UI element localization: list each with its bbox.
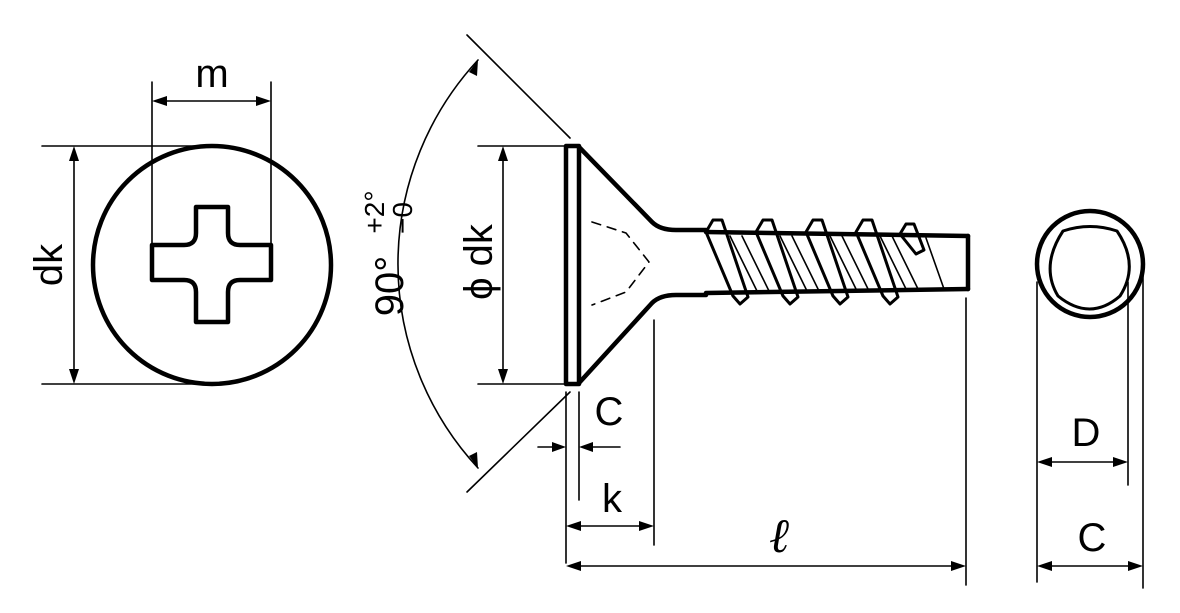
phidk-arrow-top xyxy=(498,146,508,161)
label-dk: dk xyxy=(27,243,71,286)
label-tolerance-minus: −0 xyxy=(387,202,418,234)
label-length: ℓ xyxy=(769,510,789,563)
c-tip-arrow-right xyxy=(1128,561,1143,571)
length-arrow-right xyxy=(951,561,966,571)
length-arrow-left xyxy=(566,561,581,571)
d-arrow-right xyxy=(1113,457,1128,467)
label-phi-dk: ϕ dk xyxy=(457,223,501,300)
angle-arc xyxy=(397,59,479,469)
angle-arrow-bottom xyxy=(469,452,478,468)
thread-crest-1 xyxy=(704,218,750,306)
label-angle: 90° xyxy=(368,256,412,317)
dk-arrow-top xyxy=(69,146,79,161)
angle-ext-bottom xyxy=(466,391,571,493)
head-flat-plate xyxy=(563,143,582,387)
angle-ext-top xyxy=(466,34,571,139)
phidk-arrow-bottom xyxy=(498,369,508,384)
screw-end-view: D C xyxy=(1034,208,1146,589)
thread-root-bottom xyxy=(703,286,971,296)
dk-arrow-bottom xyxy=(69,369,79,384)
thread-crest-5 xyxy=(898,222,926,256)
end-view-circle xyxy=(1034,208,1146,320)
k-arrow-right xyxy=(639,521,654,531)
label-k: k xyxy=(602,477,623,521)
label-c-head: C xyxy=(595,390,624,434)
thread-root-top xyxy=(703,229,971,239)
label-tolerance-plus: +2° xyxy=(359,190,390,233)
k-arrow-left xyxy=(566,521,581,531)
c-head-arrow-right xyxy=(579,442,593,452)
d-arrow-left xyxy=(1037,457,1052,467)
angle-arrow-top xyxy=(469,60,478,76)
c-head-arrow-left xyxy=(552,442,566,452)
thread-crest-3 xyxy=(804,218,850,306)
thread-crest-4 xyxy=(854,218,900,306)
head-outline-circle xyxy=(90,143,334,387)
label-c-tip: C xyxy=(1078,516,1107,560)
phillips-recess xyxy=(149,204,274,325)
thread-crests xyxy=(704,218,926,306)
m-arrow-right xyxy=(256,96,271,106)
trilobular-profile xyxy=(1048,225,1131,311)
countersunk-taper-top xyxy=(576,144,709,233)
label-d: D xyxy=(1072,411,1101,455)
screw-side-view: ϕ dk 90° +2° −0 C k ℓ xyxy=(359,34,971,586)
m-arrow-left xyxy=(152,96,167,106)
thread-helix-lines xyxy=(729,235,945,292)
head-top-view: m dk xyxy=(27,52,334,387)
c-tip-arrow-left xyxy=(1037,561,1052,571)
recess-hidden-line xyxy=(591,221,650,306)
label-m: m xyxy=(195,52,228,96)
countersunk-taper-bottom xyxy=(576,292,709,386)
thread-crest-2 xyxy=(754,218,800,306)
